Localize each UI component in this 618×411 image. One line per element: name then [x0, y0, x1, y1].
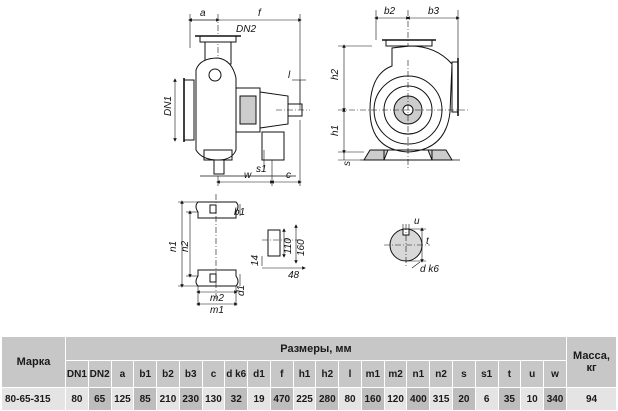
- dim-label-h1: h1: [330, 125, 341, 136]
- cell-dimension: 19: [247, 387, 271, 411]
- dim-header: u: [520, 360, 545, 388]
- cell-dimension: 130: [201, 387, 226, 411]
- dim-header: w: [543, 360, 567, 388]
- dim-label-dk6: d k6: [420, 264, 439, 275]
- cell-dimension: 400: [406, 387, 431, 411]
- cell-dimension: 10: [520, 387, 545, 411]
- dim-label-b1: b1: [234, 207, 245, 218]
- shaft-section-view: [384, 224, 430, 269]
- cell-dimension: 80: [65, 387, 89, 411]
- col-header-sizes: Размеры, мм: [65, 336, 567, 361]
- dim-label-h2: h2: [330, 68, 341, 80]
- front-view-labels: b2 b3 h2 h1 s: [330, 6, 440, 166]
- shaft-section-labels: u t d k6: [414, 216, 439, 275]
- dim-label-u: u: [414, 216, 420, 227]
- dim-header: b3: [178, 360, 203, 388]
- dim-header: b1: [133, 360, 158, 388]
- dim-label-a: a: [200, 8, 206, 19]
- dim-label-m2: m2: [210, 293, 224, 304]
- side-view-labels: a f DN2 DN1 l w c s1: [163, 8, 291, 181]
- dim-label-dn2: DN2: [236, 24, 256, 35]
- dim-label-s: s: [342, 161, 353, 166]
- dim-label-n2: n2: [180, 240, 191, 252]
- dim-label-48: 48: [288, 270, 300, 281]
- front-view: [338, 10, 470, 170]
- dim-label-t: t: [426, 236, 430, 247]
- dim-header: h2: [315, 360, 340, 388]
- cell-dimension: 340: [543, 387, 567, 411]
- cell-mass: 94: [566, 387, 617, 411]
- dim-label-110: 110: [283, 238, 294, 254]
- cell-dimension: 32: [224, 387, 249, 411]
- dim-header: s1: [474, 360, 499, 388]
- pump-dimension-drawing: a f DN2 DN1 l w c s1: [163, 6, 470, 316]
- cell-dimension: 85: [133, 387, 158, 411]
- dim-header: n1: [406, 360, 431, 388]
- cell-dimension: 6: [474, 387, 499, 411]
- cell-dimension: 120: [383, 387, 408, 411]
- cell-dimension: 315: [429, 387, 454, 411]
- dim-header: m1: [360, 360, 385, 388]
- side-view: [173, 14, 310, 186]
- col-header-mass: Масса, кг: [566, 336, 617, 388]
- cell-dimension: 125: [110, 387, 135, 411]
- dim-label-c: c: [286, 170, 291, 181]
- dim-header: a: [110, 360, 135, 388]
- cell-dimension: 80: [338, 387, 362, 411]
- dim-label-b2: b2: [384, 6, 396, 17]
- dim-label-l: l: [288, 70, 291, 81]
- dim-header: d1: [247, 360, 271, 388]
- cell-dimension: 210: [156, 387, 180, 411]
- dim-label-m1: m1: [210, 305, 224, 316]
- cell-dimension: 20: [452, 387, 476, 411]
- dim-header: d k6: [224, 360, 249, 388]
- dim-header: h1: [292, 360, 317, 388]
- cell-dimension: 280: [315, 387, 340, 411]
- cell-dimension: 35: [497, 387, 522, 411]
- cell-dimension: 230: [178, 387, 203, 411]
- dim-label-s1: s1: [256, 164, 267, 175]
- dim-label-d1: d1: [236, 285, 247, 296]
- dim-header: b2: [156, 360, 180, 388]
- cell-dimension: 160: [360, 387, 385, 411]
- dim-label-b3: b3: [428, 6, 440, 17]
- dim-header: f: [269, 360, 294, 388]
- dim-label-dn1: DN1: [163, 96, 174, 116]
- dim-header: DN2: [87, 360, 112, 388]
- dim-header: n2: [429, 360, 454, 388]
- dim-label-n1: n1: [168, 241, 179, 252]
- cell-dimension: 225: [292, 387, 317, 411]
- dim-header: l: [338, 360, 362, 388]
- foot-plan-view-labels: b1 n1 n2 d1 m2 m1 110 160 14 48: [168, 207, 307, 316]
- dim-label-160: 160: [296, 239, 307, 256]
- foot-plan-view: [178, 194, 306, 306]
- dim-header: t: [497, 360, 522, 388]
- dim-header: s: [452, 360, 476, 388]
- cell-dimension: 470: [269, 387, 294, 411]
- cell-marka: 80-65-315: [1, 387, 66, 411]
- dim-label-f: f: [258, 8, 262, 19]
- dim-header: c: [201, 360, 226, 388]
- dim-header: m2: [383, 360, 408, 388]
- col-header-marka: Марка: [1, 336, 66, 388]
- dim-label-w: w: [244, 170, 252, 181]
- dim-label-14: 14: [250, 254, 261, 266]
- dim-header: DN1: [65, 360, 89, 388]
- cell-dimension: 65: [87, 387, 112, 411]
